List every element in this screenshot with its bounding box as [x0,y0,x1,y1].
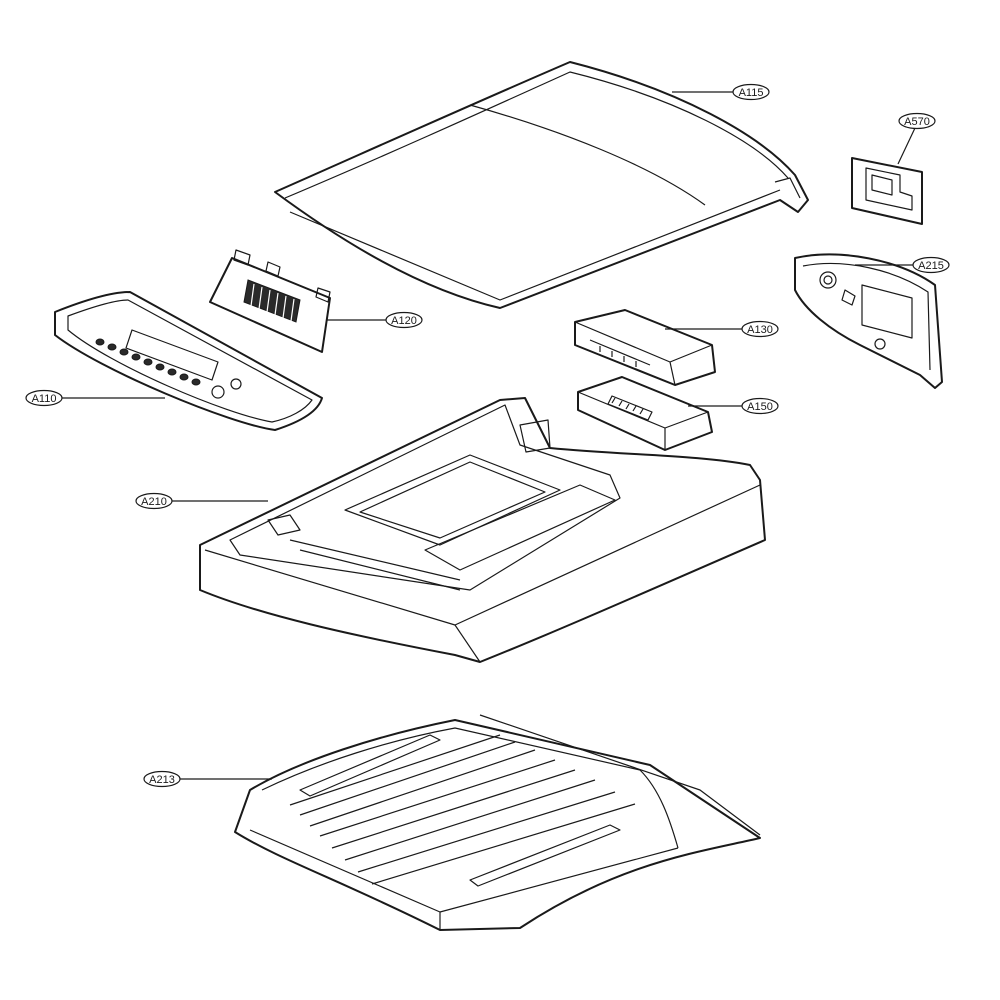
callout-a120: A120 [326,311,423,329]
part-a110-control-panel [54,291,323,431]
part-a210-top-plate [199,397,766,663]
part-a150-bracket [577,376,713,451]
pcb-connector-block [243,279,301,323]
callout-label-a110: A110 [32,393,57,405]
callout-a213: A213 [143,770,272,788]
part-a120-control-pcb [209,249,331,353]
callout-a110: A110 [25,389,165,407]
callout-label-a150: A150 [747,401,773,413]
callout-label-a213: A213 [149,774,175,786]
part-a130-control-box [574,309,716,386]
callout-a210: A210 [135,492,268,510]
part-a215-rear-panel [794,253,943,389]
control-panel-button-row [95,338,201,386]
callout-label-a120: A120 [391,315,417,327]
part-a213-base-frame [234,714,761,931]
callout-label-a215: A215 [918,260,944,272]
callout-label-a115: A115 [739,87,764,99]
callout-a115: A115 [672,83,770,101]
part-a570-cover-plate [851,157,923,225]
callout-a130: A130 [665,320,779,338]
callout-a215: A215 [855,256,950,274]
callout-label-a130: A130 [747,324,773,336]
part-a115-top-cover [274,61,809,309]
base-ribs [289,734,636,885]
callout-label-a570: A570 [904,116,930,128]
callout-a570: A570 [897,112,936,165]
callout-label-a210: A210 [141,496,167,508]
callout-a150: A150 [688,397,779,415]
